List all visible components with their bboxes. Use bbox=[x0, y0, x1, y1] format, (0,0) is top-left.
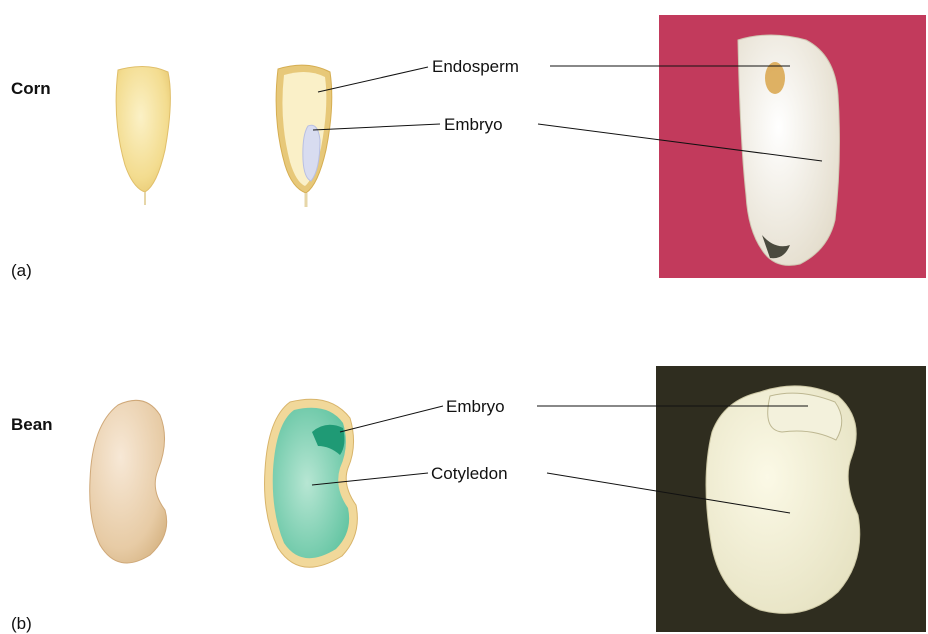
corn-endosperm-label: Endosperm bbox=[432, 58, 519, 75]
corn-photo-kernel bbox=[738, 35, 839, 265]
corn-kernel-section bbox=[276, 65, 332, 207]
bean-cotyledon-label: Cotyledon bbox=[431, 465, 508, 482]
bean-embryo-label: Embryo bbox=[446, 398, 505, 415]
bean-whole bbox=[90, 400, 167, 563]
bean-photo-seed bbox=[706, 386, 860, 614]
corn-embryo-label: Embryo bbox=[444, 116, 503, 133]
corn-kernel-whole bbox=[116, 66, 170, 205]
bean-section bbox=[265, 399, 358, 567]
